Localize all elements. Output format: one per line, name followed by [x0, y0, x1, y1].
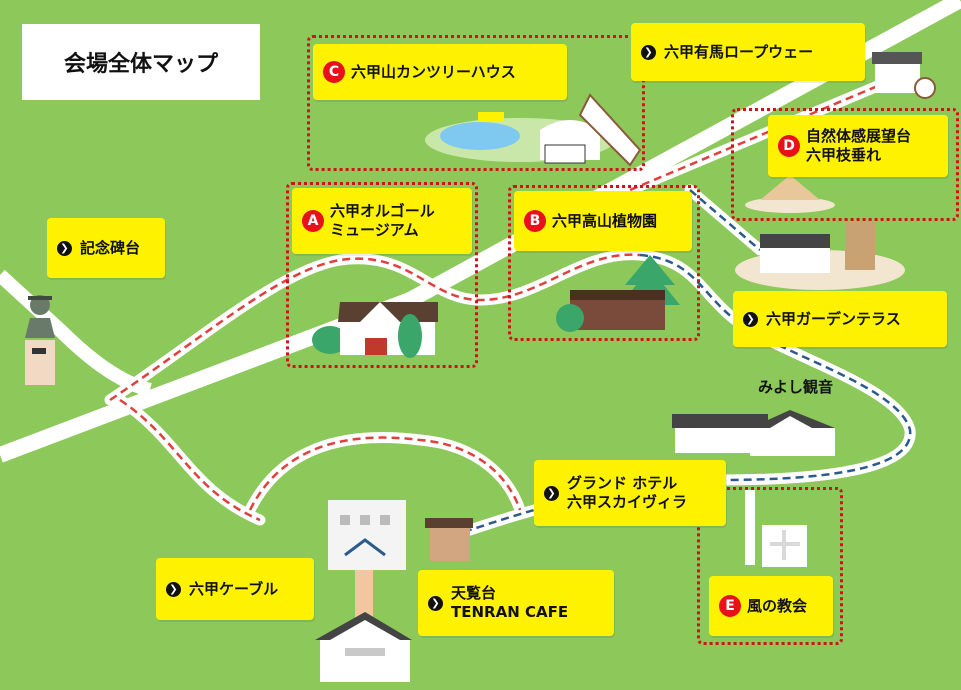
badge-d: D [778, 135, 800, 157]
label-garden-terrace-text: 六甲ガーデンテラス [766, 309, 901, 328]
label-cable-text: 六甲ケーブル [189, 579, 279, 598]
red-route-dashes [109, 83, 881, 522]
label-shizentai-line1: 自然体感展望台 [806, 127, 912, 145]
label-church-text: 風の教会 [747, 596, 808, 615]
label-country-house-text: 六甲山カンツリーハウス [351, 62, 516, 81]
church-building [745, 490, 807, 567]
label-miyoshi: みよし観音 [758, 378, 834, 396]
label-tenran-line1: 天覧台 [451, 584, 497, 602]
music-box-museum-building [312, 302, 438, 358]
label-country-house[interactable]: C 六甲山カンツリーハウス [313, 44, 567, 100]
main-road [0, 0, 961, 463]
country-house-building [540, 93, 642, 167]
label-tenran[interactable]: ❯ 天覧台 TENRAN CAFE [418, 570, 614, 636]
side-road [0, 269, 152, 397]
tenran-cafe-building [315, 612, 412, 682]
label-kinenhi[interactable]: ❯ 記念碑台 [47, 218, 165, 278]
label-shizentai-line2: 六甲枝垂れ [806, 146, 882, 164]
label-music-box[interactable]: A 六甲オルゴール ミュージアム [292, 188, 472, 254]
label-kinenhi-text: 記念碑台 [80, 238, 141, 257]
hotel-building [425, 518, 473, 561]
label-ropeway[interactable]: ❯ 六甲有馬ロープウェー [631, 23, 865, 81]
memorial-statue [25, 295, 55, 385]
badge-a: A [302, 210, 324, 232]
alpine-garden-building [556, 255, 680, 332]
label-garden-terrace[interactable]: ❯ 六甲ガーデンテラス [733, 291, 947, 347]
label-cable[interactable]: ❯ 六甲ケーブル [156, 558, 314, 620]
label-ropeway-text: 六甲有馬ロープウェー [664, 42, 814, 61]
label-alpine-garden[interactable]: B 六甲高山植物園 [514, 191, 692, 251]
chevron-right-icon: ❯ [166, 581, 181, 597]
boat [478, 112, 504, 122]
label-grand-hotel[interactable]: ❯ グランド ホテル 六甲スカイヴィラ [534, 460, 726, 526]
label-grand-hotel-line2: 六甲スカイヴィラ [567, 493, 688, 511]
venue-outline-a [286, 182, 478, 368]
chevron-right-icon: ❯ [641, 44, 656, 60]
miyoshi-kannon-building [672, 410, 835, 456]
label-music-box-line2: ミュージアム [330, 221, 419, 239]
badge-c: C [323, 61, 345, 83]
label-alpine-garden-text: 六甲高山植物園 [552, 211, 658, 230]
label-grand-hotel-line1: グランド ホテル [567, 474, 678, 492]
map-title: 会場全体マップ [22, 24, 260, 100]
label-shizentai[interactable]: D 自然体感展望台 六甲枝垂れ [768, 115, 948, 177]
chevron-right-icon: ❯ [57, 240, 72, 256]
chevron-right-icon: ❯ [428, 595, 443, 611]
cable-station-building [328, 500, 406, 630]
venue-outline-e [697, 487, 843, 645]
badge-e: E [719, 595, 741, 617]
ropeway-station [872, 52, 936, 99]
pond [440, 122, 520, 150]
chevron-right-icon: ❯ [544, 485, 559, 501]
garden-terrace-building [735, 222, 905, 290]
label-tenran-line2: TENRAN CAFE [451, 603, 569, 621]
observation-deck [745, 175, 835, 213]
badge-b: B [524, 210, 546, 232]
venue-outline-d [731, 108, 959, 221]
chevron-right-icon: ❯ [743, 311, 758, 327]
label-church[interactable]: E 風の教会 [709, 576, 833, 636]
label-music-box-line1: 六甲オルゴール [330, 202, 435, 220]
venue-outline-c [307, 35, 645, 171]
venue-outline-b [508, 185, 700, 341]
